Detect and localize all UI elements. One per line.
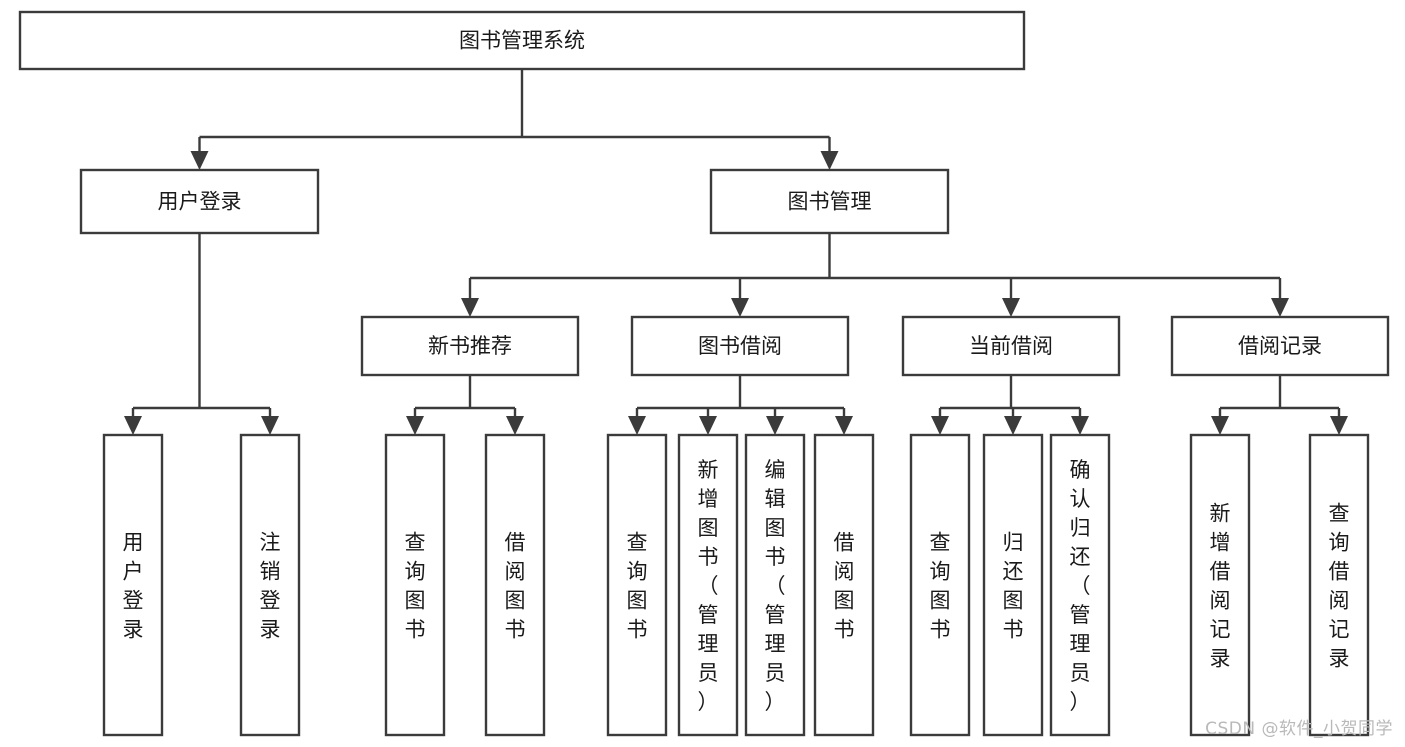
node-label-leaf-query-record: 查询借阅记录 bbox=[1329, 502, 1350, 671]
node-label-book-borrow: 图书借阅 bbox=[698, 334, 782, 358]
node-leaf-query-record[interactable]: 查询借阅记录 bbox=[1308, 433, 1370, 737]
node-box-new-book-rec[interactable] bbox=[360, 315, 580, 377]
node-user-login[interactable]: 用户登录 bbox=[79, 168, 320, 235]
node-box-borrow-record[interactable] bbox=[1170, 315, 1390, 377]
node-box-leaf-borrow-book-b[interactable] bbox=[813, 433, 875, 737]
node-leaf-query-book-b[interactable]: 查询图书 bbox=[606, 433, 668, 737]
node-leaf-confirm-return[interactable]: 确认归还（管理员） bbox=[1049, 433, 1111, 737]
node-label-borrow-record: 借阅记录 bbox=[1238, 334, 1322, 358]
node-label-leaf-query-book-b: 查询图书 bbox=[627, 531, 648, 642]
node-box-leaf-return-book[interactable] bbox=[982, 433, 1044, 737]
node-leaf-add-record[interactable]: 新增借阅记录 bbox=[1189, 433, 1251, 737]
node-borrow-record[interactable]: 借阅记录 bbox=[1170, 315, 1390, 377]
node-current-borrow[interactable]: 当前借阅 bbox=[901, 315, 1121, 377]
node-box-root[interactable] bbox=[18, 10, 1026, 71]
node-label-root: 图书管理系统 bbox=[459, 29, 585, 53]
node-label-leaf-user-login: 用户登录 bbox=[123, 531, 144, 642]
node-leaf-user-login[interactable]: 用户登录 bbox=[102, 433, 164, 737]
node-box-leaf-edit-book[interactable] bbox=[744, 433, 806, 737]
node-leaf-return-book[interactable]: 归还图书 bbox=[982, 433, 1044, 737]
node-box-book-manage[interactable] bbox=[709, 168, 950, 235]
node-label-leaf-confirm-return: 确认归还（管理员） bbox=[1070, 458, 1091, 714]
node-leaf-add-book[interactable]: 新增图书（管理员） bbox=[677, 433, 739, 737]
node-box-leaf-borrow-book-a[interactable] bbox=[484, 433, 546, 737]
node-label-leaf-query-book-a: 查询图书 bbox=[405, 531, 426, 642]
node-box-leaf-confirm-return[interactable] bbox=[1049, 433, 1111, 737]
nodes-layer: 图书管理系统用户登录图书管理新书推荐图书借阅当前借阅借阅记录用户登录注销登录查询… bbox=[18, 10, 1390, 737]
node-leaf-edit-book[interactable]: 编辑图书（管理员） bbox=[744, 433, 806, 737]
node-book-manage[interactable]: 图书管理 bbox=[709, 168, 950, 235]
node-box-leaf-user-logout[interactable] bbox=[239, 433, 301, 737]
node-label-leaf-add-record: 新增借阅记录 bbox=[1210, 502, 1231, 671]
node-box-leaf-query-book-c[interactable] bbox=[909, 433, 971, 737]
node-label-leaf-query-book-c: 查询图书 bbox=[930, 531, 951, 642]
node-leaf-borrow-book-a[interactable]: 借阅图书 bbox=[484, 433, 546, 737]
node-label-book-manage: 图书管理 bbox=[788, 190, 872, 214]
node-label-user-login: 用户登录 bbox=[158, 190, 242, 214]
node-label-current-borrow: 当前借阅 bbox=[969, 334, 1053, 358]
node-box-leaf-query-book-b[interactable] bbox=[606, 433, 668, 737]
node-label-leaf-return-book: 归还图书 bbox=[1003, 531, 1024, 642]
node-root[interactable]: 图书管理系统 bbox=[18, 10, 1026, 71]
node-box-leaf-query-book-a[interactable] bbox=[384, 433, 446, 737]
node-box-current-borrow[interactable] bbox=[901, 315, 1121, 377]
node-box-leaf-query-record[interactable] bbox=[1308, 433, 1370, 737]
node-new-book-rec[interactable]: 新书推荐 bbox=[360, 315, 580, 377]
node-label-leaf-edit-book: 编辑图书（管理员） bbox=[765, 458, 786, 714]
node-box-leaf-add-book[interactable] bbox=[677, 433, 739, 737]
node-leaf-query-book-a[interactable]: 查询图书 bbox=[384, 433, 446, 737]
node-book-borrow[interactable]: 图书借阅 bbox=[630, 315, 850, 377]
node-leaf-user-logout[interactable]: 注销登录 bbox=[239, 433, 301, 737]
node-label-leaf-add-book: 新增图书（管理员） bbox=[698, 458, 719, 714]
node-box-leaf-add-record[interactable] bbox=[1189, 433, 1251, 737]
node-leaf-borrow-book-b[interactable]: 借阅图书 bbox=[813, 433, 875, 737]
node-box-leaf-user-login[interactable] bbox=[102, 433, 164, 737]
node-box-user-login[interactable] bbox=[79, 168, 320, 235]
node-label-leaf-borrow-book-a: 借阅图书 bbox=[505, 531, 526, 642]
node-label-leaf-borrow-book-b: 借阅图书 bbox=[834, 531, 855, 642]
node-label-new-book-rec: 新书推荐 bbox=[428, 334, 512, 358]
node-box-book-borrow[interactable] bbox=[630, 315, 850, 377]
connectors-layer bbox=[124, 69, 1348, 435]
node-label-leaf-user-logout: 注销登录 bbox=[260, 531, 281, 642]
node-leaf-query-book-c[interactable]: 查询图书 bbox=[909, 433, 971, 737]
